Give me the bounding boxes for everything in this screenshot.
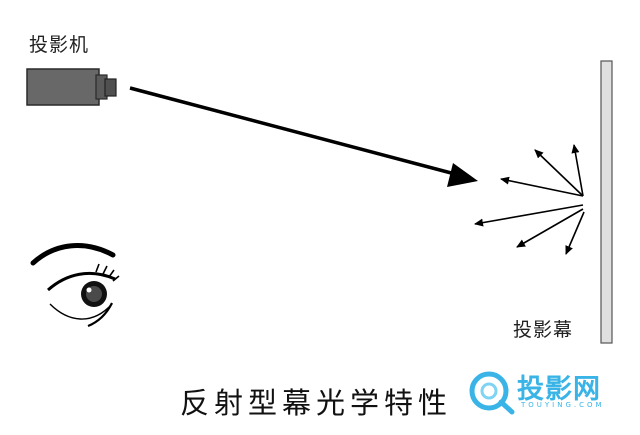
reflected-arrow bbox=[571, 144, 584, 197]
watermark-subtext: TOUYING.COM bbox=[521, 401, 605, 409]
reflected-arrow bbox=[534, 149, 584, 197]
reflected-arrow bbox=[474, 204, 584, 227]
reflected-arrow bbox=[565, 211, 585, 255]
watermark-logo-icon bbox=[469, 371, 515, 415]
projector-label: 投影机 bbox=[29, 34, 90, 56]
eye-icon bbox=[30, 243, 120, 328]
reflected-arrow bbox=[516, 208, 584, 248]
diagram-title: 反射型幕光学特性 bbox=[180, 386, 453, 420]
watermark-text: 投影网 bbox=[517, 374, 601, 405]
reflected-arrow bbox=[500, 176, 584, 197]
projection-screen bbox=[600, 60, 613, 344]
projection-beam-arrow bbox=[129, 86, 478, 187]
projector-icon bbox=[26, 68, 117, 106]
screen-label: 投影幕 bbox=[513, 319, 574, 341]
reflected-light-arrows bbox=[474, 144, 585, 255]
